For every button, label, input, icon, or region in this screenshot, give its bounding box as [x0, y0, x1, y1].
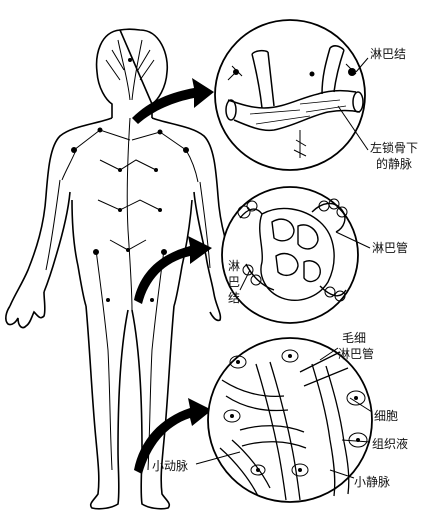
label-lymph-vessel: 淋巴管 [372, 240, 408, 255]
pointer-arrows [132, 78, 214, 474]
bottom-detail-circle [207, 337, 373, 503]
arrow-to-bottom-circle [134, 398, 212, 474]
torso-outline [9, 117, 237, 307]
label-subclavian-vein-2: 的静脉 [376, 156, 412, 171]
arrow-to-top-circle [132, 78, 214, 124]
label-lymph-node-v1: 淋 [228, 259, 240, 273]
label-subclavian-vein-1: 左锁骨下 [370, 140, 418, 155]
arrow-to-middle-circle [134, 236, 212, 304]
label-lymph-node-v2: 巴 [228, 275, 240, 289]
label-cell: 细胞 [374, 409, 398, 423]
human-body-figure [5, 28, 237, 510]
right-hand-outline [205, 255, 222, 322]
hip-outline [71, 199, 193, 307]
left-hand-outline [5, 291, 46, 329]
label-capillary-2: 淋巴管 [338, 346, 374, 361]
label-lymph-node-top: 淋巴结 [370, 47, 406, 61]
label-capillary-1: 毛细 [342, 331, 366, 345]
top-lymph-node-dot [348, 68, 356, 76]
label-arteriole: 小动脉 [152, 458, 188, 473]
top-detail-circle [214, 19, 366, 171]
body-lymph-network [45, 39, 211, 471]
leader-lines [195, 57, 373, 479]
legs-outline [85, 305, 175, 510]
label-lymph-node-v3: 结 [228, 291, 240, 305]
labels: 淋巴结 左锁骨下 的静脉 淋巴管 淋 巴 结 毛细 淋巴管 细胞 组织液 小动脉… [152, 47, 418, 489]
body-lymph-nodes [71, 58, 189, 302]
subclavian-vein [227, 89, 361, 132]
label-venule: 小静脉 [354, 474, 390, 489]
lymph-node-body [259, 207, 335, 301]
label-tissue-fluid: 组织液 [372, 436, 408, 451]
middle-detail-circle [221, 186, 359, 324]
